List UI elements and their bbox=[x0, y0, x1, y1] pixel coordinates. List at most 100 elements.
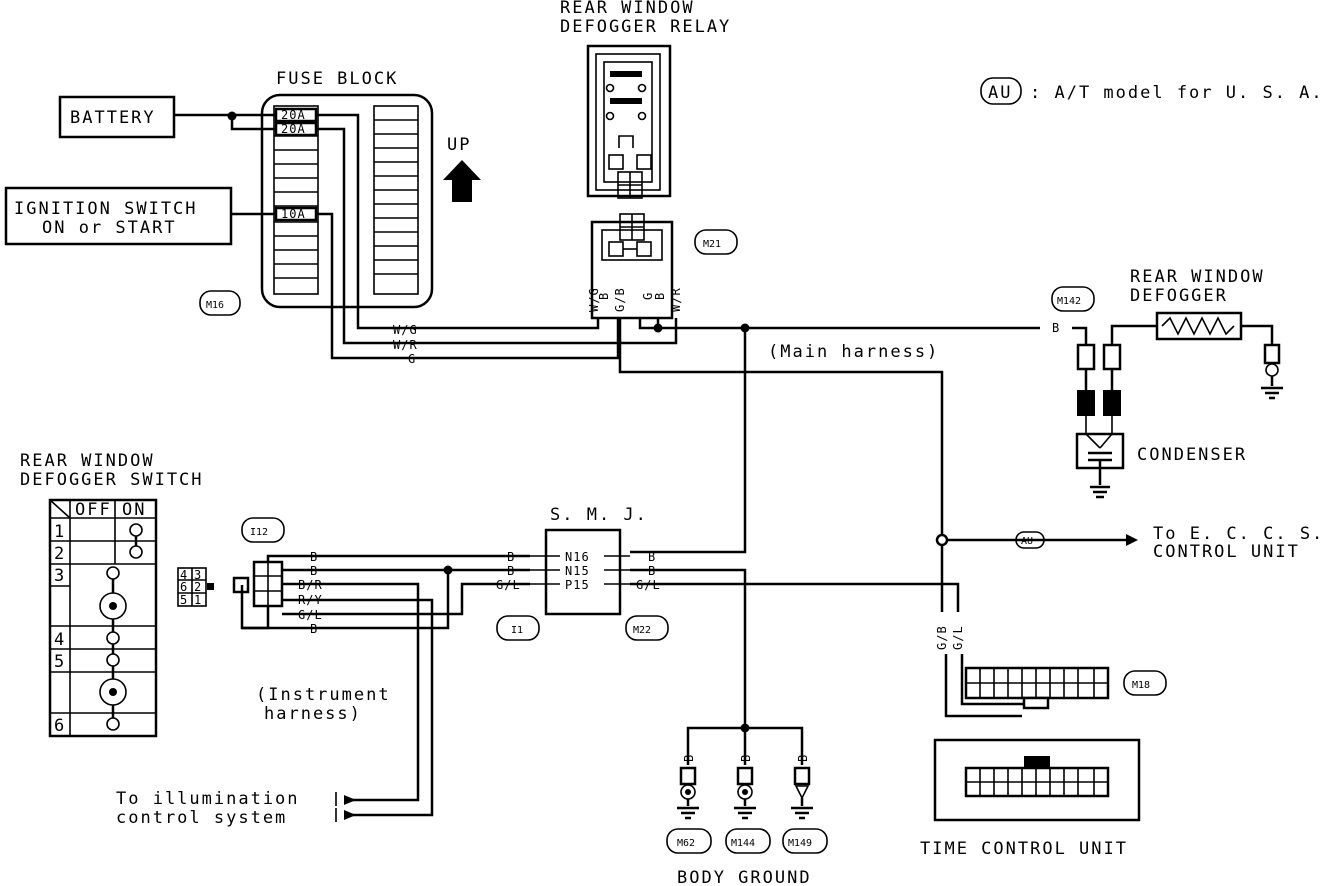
switch-pin-3: 3 bbox=[194, 568, 202, 582]
illum-label-1: To illumination bbox=[116, 789, 300, 809]
connector-m18 bbox=[1123, 670, 1167, 696]
instrument-harness-2: harness) bbox=[264, 704, 362, 724]
connector-i1 bbox=[496, 615, 540, 641]
arrow-illum-2-icon bbox=[344, 810, 356, 820]
switch-row-2: 2 bbox=[54, 544, 66, 564]
main-harness-label: (Main harness) bbox=[768, 342, 939, 362]
connector-m142 bbox=[1051, 286, 1095, 312]
time-control-unit-label: TIME CONTROL UNIT bbox=[920, 839, 1128, 859]
arrow-illum-1-icon bbox=[344, 795, 356, 805]
fuse-10a-label: 10A bbox=[281, 207, 306, 221]
connector-m16 bbox=[199, 290, 241, 316]
legend-text: : A/T model for U. S. A. bbox=[1030, 83, 1324, 103]
relay-pin-b2: B bbox=[653, 292, 667, 300]
switch-header-off: OFF bbox=[75, 500, 112, 520]
wire-label-wg: W/G bbox=[393, 323, 418, 337]
relay-pin-b1: B bbox=[597, 292, 611, 300]
legend-badge-au-text: AU bbox=[988, 83, 1012, 103]
ground-m144-icon bbox=[734, 766, 756, 820]
defogger-ground-icon bbox=[1261, 343, 1283, 400]
wire-label-ground-b1: B bbox=[682, 754, 696, 762]
wire-label-ground-b3: B bbox=[796, 754, 810, 762]
eccs-label-2: CONTROL UNIT bbox=[1153, 542, 1300, 562]
wire-label-gb-timer: G/B bbox=[935, 625, 949, 650]
connector-m149-label: M149 bbox=[788, 838, 812, 849]
connector-m21 bbox=[694, 229, 738, 255]
connector-i12-label: I12 bbox=[250, 527, 268, 538]
wire-label-ground-b2: B bbox=[739, 754, 753, 762]
smj-pin-p15: P15 bbox=[565, 578, 590, 592]
ignition-label-2: ON or START bbox=[42, 218, 177, 238]
splice-relay-b bbox=[653, 323, 663, 333]
switch-title-2: DEFOGGER SWITCH bbox=[20, 470, 204, 490]
relay-pin-g: G bbox=[641, 292, 655, 300]
ignition-label-1: IGNITION SWITCH bbox=[14, 199, 198, 219]
switch-row-4: 4 bbox=[54, 630, 66, 650]
defogger-relay bbox=[586, 44, 672, 199]
time-control-unit bbox=[933, 738, 1141, 822]
smj-pin-n16: N16 bbox=[565, 550, 590, 564]
wire-label-smj-b1: B bbox=[507, 550, 515, 564]
fuse-block bbox=[260, 93, 434, 309]
fuse-20a-2-label: 20A bbox=[281, 122, 306, 136]
switch-pin-4: 4 bbox=[180, 568, 188, 582]
wire-label-i12-b2: B bbox=[310, 564, 318, 578]
wire-label-i12-b3: B bbox=[310, 622, 318, 636]
up-label: UP bbox=[447, 135, 471, 155]
arrow-eccs-icon bbox=[1126, 534, 1138, 546]
fuse-20a-1-label: 20A bbox=[281, 108, 306, 122]
wire-label-i12-gl: G/L bbox=[298, 608, 323, 622]
eccs-label-1: To E. C. C. S. bbox=[1153, 524, 1324, 544]
connector-m18-label: M18 bbox=[1132, 680, 1150, 691]
ground-m149-icon bbox=[791, 766, 813, 820]
relay-pin-gb: G/B bbox=[613, 287, 627, 312]
body-ground-label: BODY GROUND bbox=[677, 868, 812, 886]
wire-b-to-smj bbox=[630, 328, 747, 554]
battery-box bbox=[58, 95, 176, 139]
ground-m62-icon bbox=[677, 766, 699, 820]
switch-row-1: 1 bbox=[54, 522, 66, 542]
connector-m144 bbox=[725, 828, 771, 854]
wire-label-wr: W/R bbox=[393, 338, 418, 352]
connector-i1-label: I1 bbox=[511, 625, 523, 636]
au-badge-wire-label: AU bbox=[1021, 536, 1033, 547]
wire-g-fuse bbox=[316, 212, 620, 360]
wire-wg bbox=[316, 113, 600, 330]
switch-row-5: 5 bbox=[54, 652, 66, 672]
connector-m144-label: M144 bbox=[731, 838, 755, 849]
switch-pin-5: 5 bbox=[180, 593, 188, 607]
instrument-harness-1: (Instrument bbox=[256, 685, 391, 705]
relay-pin-wg: W/G bbox=[587, 287, 601, 312]
condenser bbox=[1075, 416, 1125, 499]
connector-m21-label: M21 bbox=[703, 239, 721, 250]
rear-window-defogger bbox=[1155, 311, 1243, 341]
wire-label-smj-b2: B bbox=[507, 564, 515, 578]
switch-table bbox=[48, 498, 158, 738]
fuse-block-label: FUSE BLOCK bbox=[276, 69, 398, 89]
connector-m18-body bbox=[964, 666, 1110, 710]
wire-label-i12-br: B/R bbox=[298, 578, 323, 592]
wire-label-m22-b1: B bbox=[648, 550, 656, 564]
relay-title-line-2: DEFOGGER RELAY bbox=[560, 17, 731, 37]
switch-pin-2: 2 bbox=[194, 580, 202, 594]
wire-label-gl-timer: G/L bbox=[951, 625, 965, 650]
switch-pin-6: 6 bbox=[180, 580, 188, 594]
connector-m62-label: M62 bbox=[677, 838, 695, 849]
splice-i12 bbox=[443, 565, 453, 575]
relay-pin-wr: W/R bbox=[669, 287, 683, 312]
defogger-connector-terminals bbox=[1076, 343, 1122, 416]
smj-pin-n15: N15 bbox=[565, 564, 590, 578]
wire-b-main bbox=[638, 318, 1040, 330]
splice-eccs bbox=[935, 533, 949, 547]
switch-title-1: REAR WINDOW bbox=[20, 451, 155, 471]
relay-title-line-1: REAR WINDOW bbox=[560, 0, 695, 18]
connector-m62 bbox=[666, 828, 712, 854]
connector-m142-label: M142 bbox=[1057, 296, 1081, 307]
switch-connector-face bbox=[177, 567, 214, 607]
connector-m22 bbox=[625, 615, 669, 641]
connector-m22-label: M22 bbox=[633, 625, 651, 636]
smj-box bbox=[544, 528, 622, 616]
wire-label-i12-ry: R/Y bbox=[298, 593, 323, 607]
smj-label: S. M. J. bbox=[550, 505, 648, 525]
up-arrow-icon bbox=[443, 160, 481, 202]
